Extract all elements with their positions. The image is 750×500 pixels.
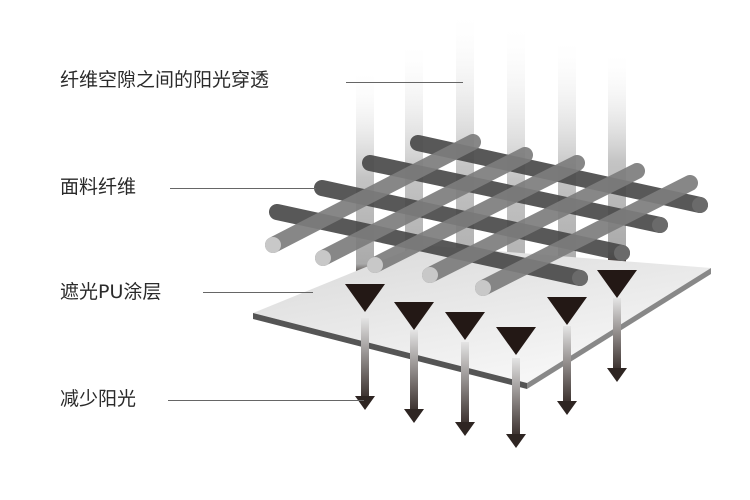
leader-pu-coating [203,292,313,293]
fiber-light-2 [315,147,533,266]
pu-coating-board [253,245,711,389]
arrowhead-large-5 [547,297,587,325]
arrowhead-small-3 [455,422,475,436]
fiber-light-4 [422,163,645,283]
board-edge [253,313,527,389]
arrowhead-small-1 [355,396,375,410]
label-light-through-gaps: 纤维空隙之间的阳光穿透 [60,69,270,91]
fabric-fibers [265,134,708,296]
fiber-light-5 [475,175,698,296]
leader-fabric-fiber [170,188,316,189]
reduced-beam-5 [563,326,571,403]
leader-reduced-light [168,400,364,401]
reduced-beam-2 [410,330,418,411]
arrowhead-large-2 [394,302,434,330]
light-beam-2 [405,40,423,285]
arrowhead-large-6 [597,270,637,298]
reduced-beam-3 [461,342,469,424]
light-beams-lower [355,298,627,448]
label-pu-coating: 遮光PU涂层 [60,281,162,303]
arrowhead-small-4 [506,434,526,448]
leader-light-through-gaps [346,82,463,83]
light-beam-6 [608,50,626,253]
fiber-light-3 [367,155,585,273]
reduced-beam-4 [512,358,520,436]
reduced-beam-6 [613,298,621,370]
reduced-beam-1 [361,318,369,398]
label-reduced-light: 减少阳光 [60,388,137,410]
arrowhead-large-4 [496,327,536,355]
arrowhead-large-3 [445,312,485,340]
arrowhead-small-2 [404,409,424,423]
light-beam-5 [558,36,576,280]
arrowhead-small-6 [607,368,627,382]
arrowhead-large-1 [345,284,385,312]
label-fabric-fiber: 面料纤维 [60,176,137,198]
arrowhead-small-5 [557,401,577,415]
blocked-light-arrows [345,270,637,355]
fiber-light-1 [265,134,481,253]
